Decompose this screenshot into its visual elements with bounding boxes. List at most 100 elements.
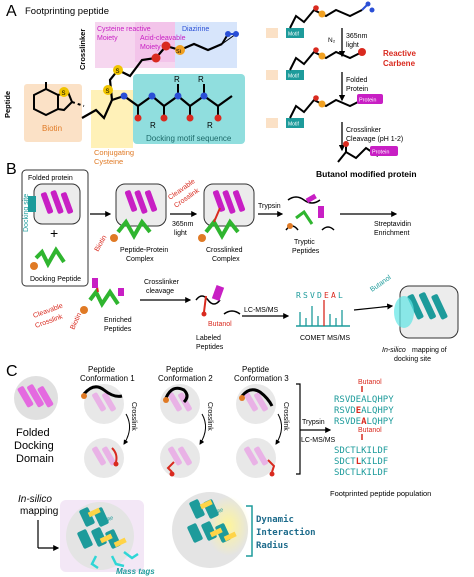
docking-domain-helices xyxy=(17,384,54,408)
uv-label-a-2: light xyxy=(346,42,359,49)
protein-tag-2: Protein xyxy=(372,150,389,156)
reaction-step-2: Motif xyxy=(266,47,366,80)
ms-spectrum xyxy=(296,300,350,327)
tryptic-peptide-fragments xyxy=(285,193,335,231)
motif-tag-3: Motif xyxy=(288,122,299,128)
crosslinker-cleavage-label-2: Cleavage (pH 1-2) xyxy=(346,136,403,143)
folded-protein-label-a-1: Folded xyxy=(346,77,368,84)
in-silico-label-b-2: mapping of xyxy=(412,347,447,354)
biotin-box xyxy=(24,84,82,142)
n2-label: N₂ xyxy=(328,37,336,44)
biotin-sulfur-atom xyxy=(59,87,69,97)
r-group-2: R xyxy=(150,121,156,130)
crosslinker-cleavage-label-b-1: Crosslinker xyxy=(144,279,180,286)
reactive-carbene-label-2: Carbene xyxy=(383,59,416,68)
backbone-o-atoms xyxy=(134,114,222,122)
bound-peptide-b-2 xyxy=(116,218,152,241)
spectrum-residue-7: L xyxy=(338,291,343,300)
spectrum-residue-6: A xyxy=(331,291,336,300)
conformation-1-bottom xyxy=(84,438,124,478)
labeled-peptides-drawing xyxy=(195,285,241,317)
folded-protein-label-a-2: Protein xyxy=(346,86,368,93)
panel-c: C Folded Docking Domain Peptide Conforma… xyxy=(6,363,431,576)
arrow-b-7 xyxy=(353,303,394,311)
spectrum-residue-1: R xyxy=(296,291,301,300)
reactive-carbene-label-1: Reactive xyxy=(383,49,416,58)
reaction-step-3: Motif Protein xyxy=(266,94,383,128)
crosslinker-cleavage-label-1: Crosslinker xyxy=(346,127,382,134)
peptide-protein-complex-label-1: Peptide-Protein xyxy=(120,247,168,254)
conformation-1-top xyxy=(81,384,124,424)
conformation-1-label-1: Peptide xyxy=(88,365,116,374)
protein-helices-b-1 xyxy=(40,190,74,214)
site-label-2: Site xyxy=(213,507,224,516)
crosslinker-chain xyxy=(81,42,223,120)
motif-tag-2: Motif xyxy=(288,74,299,80)
acid-cleavable-label-2: Moiety xyxy=(140,44,161,51)
panel-b-letter: B xyxy=(6,161,17,178)
sequence-list: RSVDEALQHPYRSVDEALQHPYRSVDEALQHPYSDCTLKI… xyxy=(334,395,394,478)
sequence-prefix: RSVDE xyxy=(334,417,361,427)
conformation-3-bottom xyxy=(236,438,276,478)
sequence-prefix: SDCT xyxy=(334,446,356,456)
spectrum-residue-2: S xyxy=(303,291,308,300)
crosslink-label-c-3: Crosslink xyxy=(282,402,289,431)
docking-peptide-label: Docking Peptide xyxy=(30,276,81,283)
biotin-bead-b-2 xyxy=(110,234,118,242)
butanol-label-b: Butanol xyxy=(208,321,232,328)
folded-protein-label-b: Folded protein xyxy=(28,175,73,182)
docking-site-label: Docking site xyxy=(23,194,30,232)
spectrum-residue-5: E xyxy=(324,291,329,300)
streptavidin-label-2: Enrichment xyxy=(374,230,409,237)
crosslinker-label: Crosslinker xyxy=(78,29,87,70)
panel-a-title: Footprinting peptide xyxy=(25,6,109,17)
reaction-product: Protein xyxy=(337,141,398,163)
protein-helices-b-2 xyxy=(124,190,158,214)
sequence-prefix: SDCT xyxy=(334,468,356,478)
sequence-modified-residue: A xyxy=(361,417,367,427)
sequence-modified-residue: A xyxy=(361,395,367,405)
butanol-label-b-map: Butanol xyxy=(369,274,393,294)
silicon-atom xyxy=(175,45,185,55)
r-group-1: R xyxy=(174,75,180,84)
peptide-label: Peptide xyxy=(3,91,12,118)
lcmsms-label-b: LC-MS/MS xyxy=(244,307,279,314)
crosslink-label-c-2: Crosslink xyxy=(206,402,213,431)
biotin-label-b-1: Biotin xyxy=(94,234,109,253)
docking-motif-label: Docking motif sequence xyxy=(146,134,232,143)
enriched-peptides-drawing xyxy=(80,278,124,314)
cysteine-sulfur-atom xyxy=(103,85,113,95)
diazirine-label: Diazirine xyxy=(182,26,209,33)
backbone-n-atoms xyxy=(120,92,208,100)
sequence-prefix: SDCT xyxy=(334,457,356,467)
spectrum-residue-3: V xyxy=(310,291,315,300)
sequence-line: RSVDEALQHPY xyxy=(334,417,394,427)
input-frame xyxy=(21,169,89,287)
docking-peptide-shape xyxy=(34,246,66,269)
biotin-bead-b-3 xyxy=(198,234,206,242)
uv-label-a-1: 365nm xyxy=(346,33,368,40)
panel-b: B Folded protein Docking site + Docking … xyxy=(6,161,459,363)
sequence-prefix: RSVDE xyxy=(334,395,361,405)
conjugating-cysteine-label-2: Cysteine xyxy=(94,157,123,166)
sequence-prefix: RSVD xyxy=(334,406,356,416)
sequence-modified-residue: E xyxy=(356,406,361,416)
crosslinker-cleavage-label-b-2: cleavage xyxy=(146,288,174,295)
biotin-bead-b-1 xyxy=(30,262,38,270)
oxygen-atom-2 xyxy=(161,41,171,51)
conformation-2-bottom xyxy=(160,438,200,478)
spectrum-residue-4: D xyxy=(317,291,322,300)
in-silico-label-c-1: In-silico xyxy=(18,494,52,505)
linker-sulfur-atom xyxy=(113,65,123,75)
in-silico-label-b-1: In-silico xyxy=(382,347,406,354)
linker-s-symbol: S xyxy=(116,69,120,75)
site-label-1: Site xyxy=(103,515,114,524)
trypsin-label-c: Trypsin xyxy=(302,419,325,426)
cysteine-s-symbol: S xyxy=(106,89,110,95)
sequence-line: RSVDEALQHPY xyxy=(334,395,394,405)
r-group-4: R xyxy=(207,121,213,130)
sequence-suffix: KILDF xyxy=(361,457,388,467)
conformation-bracket xyxy=(296,383,301,475)
conformation-3-top xyxy=(236,384,276,424)
